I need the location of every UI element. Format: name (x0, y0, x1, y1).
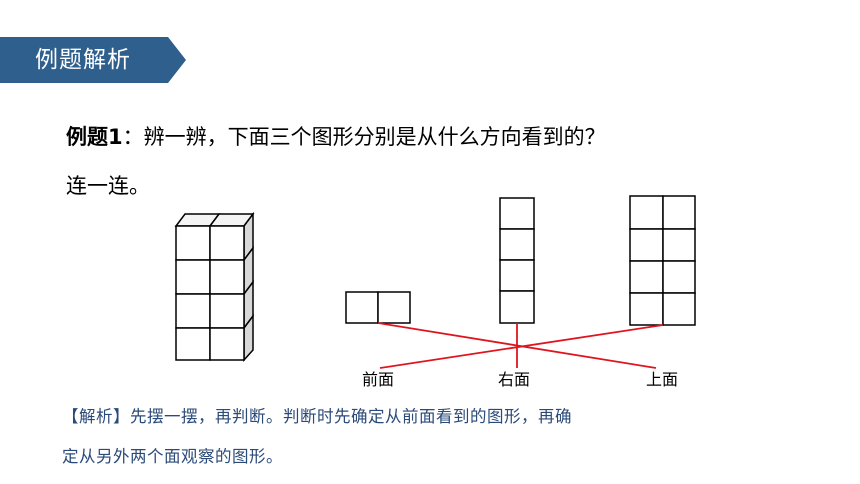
connector-line-front (379, 324, 664, 369)
analysis-line-2: 定从另外两个面观察的图形。 (62, 447, 283, 466)
connector-lines (377, 322, 664, 369)
section-banner: 例题解析 (0, 37, 186, 83)
question-line-1: 例题1：辨一辨，下面三个图形分别是从什么方向看到的？ (66, 121, 606, 151)
label-top: 上面 (646, 370, 679, 389)
analysis-line-1: 【解析】先摆一摆，再判断。判断时先确定从前面看到的图形，再确 (62, 407, 572, 426)
question-line-2: 连一连。 (66, 174, 150, 198)
label-right: 右面 (498, 370, 531, 389)
view-shape-2x1 (345, 291, 411, 324)
question-text: ：辨一辨，下面三个图形分别是从什么方向看到的？ (122, 125, 606, 149)
view-shape-2x4 (629, 195, 696, 326)
question-label: 例题1 (66, 125, 123, 149)
section-title: 例题解析 (35, 47, 131, 73)
view-shape-1x4 (499, 197, 535, 324)
label-front: 前面 (362, 370, 395, 389)
cube-stack-3d (174, 211, 255, 362)
